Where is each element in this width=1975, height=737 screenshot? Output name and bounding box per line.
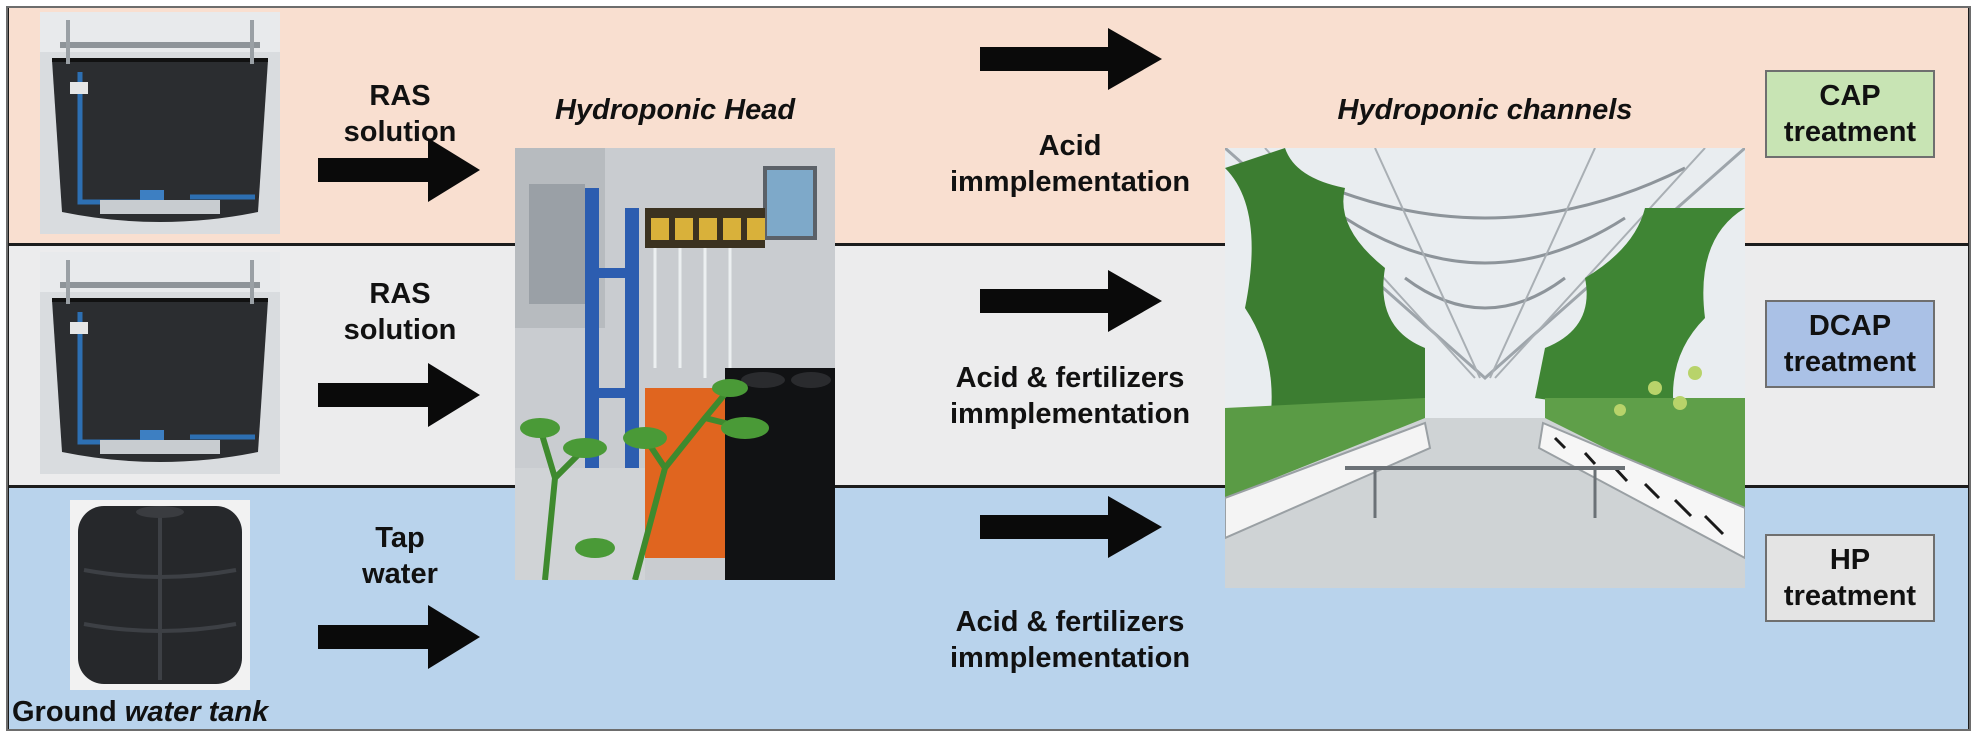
arrow-right-icon [318, 363, 480, 427]
source-label-ras-middle: RAS solution [343, 278, 457, 346]
ras-tank-photo-top [40, 12, 280, 234]
arrow-right-icon [318, 138, 480, 202]
row-divider-top [6, 243, 1971, 246]
left-border-line [6, 6, 9, 731]
ras-tank-photo-middle [40, 252, 280, 474]
process-label-cap: Acid immplementation [949, 130, 1191, 198]
arrow-right-icon [980, 270, 1162, 332]
hydroponic-channels-photo [1225, 148, 1745, 588]
process-label-hp: Acid & fertilizers immplementation [949, 606, 1191, 674]
hydroponic-head-label: Hydroponic Head [554, 94, 796, 126]
row-divider-bottom [6, 485, 1971, 488]
source-label-ras-top: RAS solution [343, 80, 457, 148]
ground-water-tank-photo [70, 500, 250, 690]
right-border-line [1968, 6, 1971, 731]
process-label-dcap: Acid & fertilizers immplementation [949, 362, 1191, 430]
treatment-box-hp: HP treatment [1765, 534, 1935, 622]
treatment-box-dcap: DCAP treatment [1765, 300, 1935, 388]
hydroponic-head-photo [515, 148, 835, 580]
ground-water-tank-caption: Ground water tank [12, 696, 269, 728]
arrow-right-icon [980, 496, 1162, 558]
treatment-box-cap: CAP treatment [1765, 70, 1935, 158]
arrow-right-icon [980, 28, 1162, 90]
arrow-right-icon [318, 605, 480, 669]
source-label-tap-water: Tap water [362, 522, 438, 590]
hydroponic-channels-label: Hydroponic channels [1337, 94, 1633, 126]
